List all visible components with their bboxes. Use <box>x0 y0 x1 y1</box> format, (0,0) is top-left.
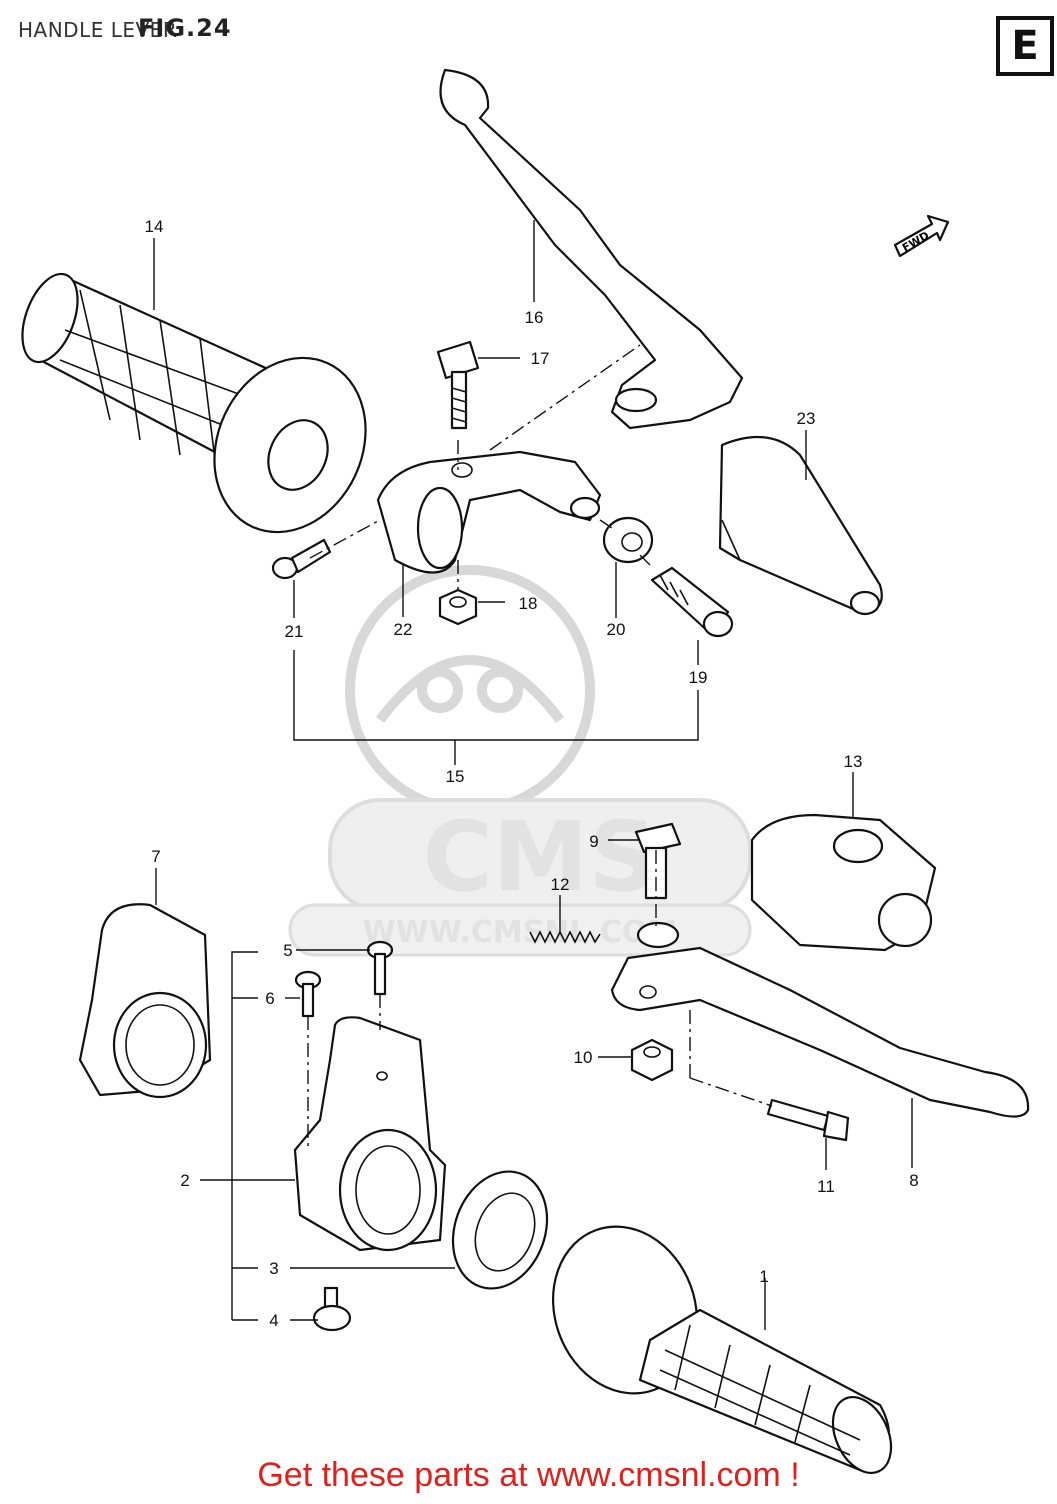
callout-20: 20 <box>607 620 626 639</box>
callout-8: 8 <box>909 1171 918 1190</box>
callout-23: 23 <box>797 409 816 428</box>
part-20-locknut[interactable] <box>602 516 654 564</box>
leader-lines <box>153 220 913 1330</box>
part-2-throttle-housing[interactable] <box>293 1016 447 1252</box>
callout-19: 19 <box>689 668 708 687</box>
callout-21: 21 <box>285 622 304 641</box>
callout-6: 6 <box>265 989 274 1008</box>
callout-1: 1 <box>759 1267 768 1286</box>
part-22-lever-holder[interactable] <box>376 450 602 574</box>
callout-13: 13 <box>844 752 863 771</box>
part-23-cover[interactable] <box>718 435 883 616</box>
callout-4: 4 <box>269 1311 278 1330</box>
forward-arrow-icon: FWD <box>893 214 950 258</box>
callout-2: 2 <box>180 1171 189 1190</box>
footer-link[interactable]: Get these parts at www.cmsnl.com ! <box>257 1456 800 1494</box>
part-9-pivot-bolt[interactable] <box>634 822 682 900</box>
diagram-title: HANDLE LEVER <box>18 18 178 42</box>
part-21-screw[interactable] <box>271 538 332 580</box>
watermark-url: WWW.CMSNL.COM <box>363 915 678 950</box>
callout-11: 11 <box>817 1177 835 1196</box>
part-14-grip-left[interactable] <box>12 267 394 557</box>
part-12-spring[interactable] <box>529 930 601 944</box>
callout-5: 5 <box>283 941 292 960</box>
cms-watermark: CMS WWW.CMSNL.COM <box>288 565 752 957</box>
callout-12: 12 <box>551 875 570 894</box>
part-8-lever-lower[interactable] <box>610 921 1030 1118</box>
part-4-screw[interactable] <box>312 1286 352 1332</box>
callout-3: 3 <box>269 1259 278 1278</box>
callout-17: 17 <box>531 349 550 368</box>
figure-number: FIG.24 <box>138 14 232 42</box>
part-5-screw[interactable] <box>366 940 394 996</box>
callout-7: 7 <box>151 847 160 866</box>
watermark-brand: CMS <box>422 801 657 913</box>
callout-labels: 1 2 3 4 5 6 7 8 9 10 11 12 13 14 15 16 1… <box>145 217 919 1330</box>
callout-16: 16 <box>525 308 544 327</box>
part-1-grip-right[interactable] <box>530 1206 902 1482</box>
part-13-switch-cover[interactable] <box>750 813 937 952</box>
region-code-box: E <box>996 16 1054 76</box>
part-17-bolt[interactable] <box>436 340 480 430</box>
part-6-screw[interactable] <box>294 970 322 1018</box>
part-18-nut[interactable] <box>438 588 478 626</box>
part-7-housing-cover[interactable] <box>78 903 212 1099</box>
callout-10: 10 <box>574 1048 593 1067</box>
part-19-adjuster[interactable] <box>650 566 734 638</box>
callout-18: 18 <box>519 594 538 613</box>
callout-22: 22 <box>394 620 413 639</box>
callout-9: 9 <box>589 832 598 851</box>
part-11-bolt[interactable] <box>766 1098 850 1142</box>
part-3-throttle-pulley[interactable] <box>437 1158 563 1302</box>
part-10-nut[interactable] <box>630 1038 674 1082</box>
part-16-lever-upper[interactable] <box>439 68 744 430</box>
callout-14: 14 <box>145 217 164 236</box>
callout-15: 15 <box>446 767 465 786</box>
